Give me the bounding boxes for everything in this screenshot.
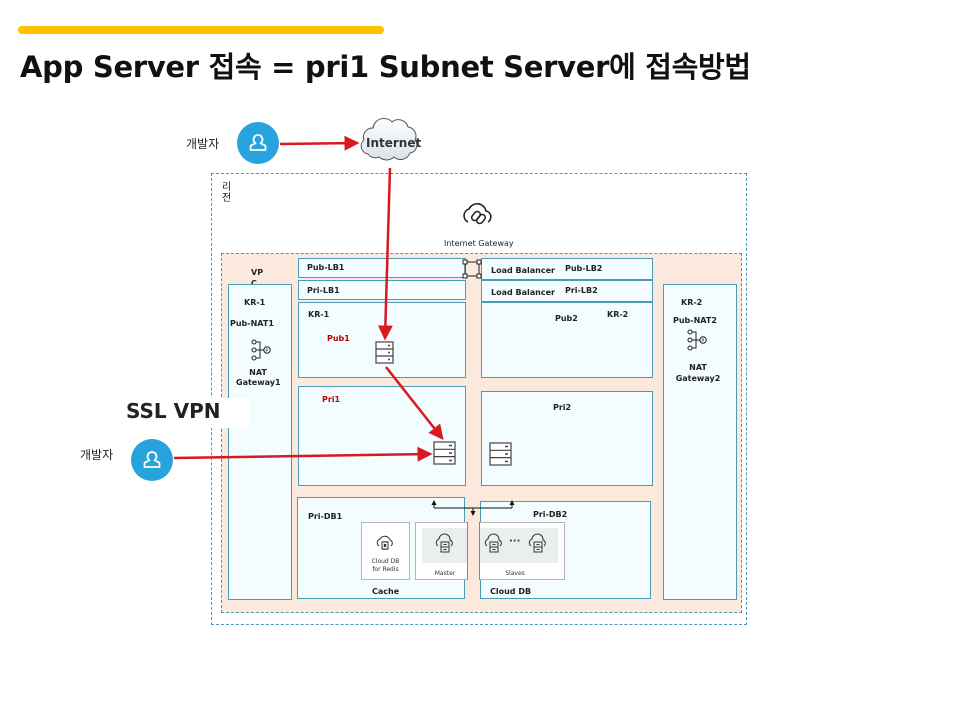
accent-bar — [18, 26, 384, 34]
load-balancer-icon — [461, 258, 483, 280]
slave-db-icon-1 — [483, 533, 505, 555]
pri-db1-label: Pri-DB1 — [308, 512, 343, 521]
pub2-label: Pub2 — [555, 314, 578, 323]
nat1-zone-label: KR-1 — [244, 298, 266, 307]
pri-lb1-label: Pri-LB1 — [307, 286, 340, 295]
internet-cloud-icon — [356, 116, 422, 164]
nat-gateway2-label: NAT Gateway2 — [675, 362, 721, 384]
pri-lb1-subnet — [298, 280, 466, 300]
redis-cloud-chip-icon — [374, 532, 396, 554]
master-db-icon — [434, 533, 456, 555]
developer-vpn-avatar[interactable] — [131, 439, 173, 481]
vpc-label: VP C — [251, 267, 263, 289]
redis-box — [361, 522, 410, 580]
cloud-db-label: Cloud DB — [490, 587, 532, 596]
cache-label: Cache — [372, 587, 400, 596]
pri1-label: Pri1 — [322, 395, 341, 404]
vpc-gap — [467, 522, 480, 580]
ssl-vpn-label: SSL VPN — [126, 399, 221, 423]
nat1-subnet-label: Pub-NAT1 — [230, 319, 274, 328]
region-label-line1: 리 — [222, 182, 232, 193]
vpc-label-line2: C — [251, 278, 263, 289]
internet-gateway-label: Internet Gateway — [444, 239, 514, 248]
arrow-developer-to-internet — [279, 135, 360, 151]
pri-db2-label: Pri-DB2 — [533, 510, 568, 519]
nat-gateway2-line1: NAT — [689, 363, 707, 372]
developer-vpn-label: 개발자 — [80, 448, 114, 462]
slide-title: App Server 접속 = pri1 Subnet Server에 접속방법 — [20, 50, 751, 84]
pri-lb2-label: Pri-LB2 — [565, 286, 598, 295]
redis-label-line2: for Redis — [372, 566, 399, 573]
internet-gateway-icon — [458, 198, 498, 230]
nat-subnet-kr1 — [228, 284, 292, 600]
pub2-zone-label: KR-2 — [607, 310, 629, 319]
pri2-subnet — [481, 391, 653, 486]
pub-lb2-label: Pub-LB2 — [565, 264, 603, 273]
pri1-app-server-icon[interactable] — [433, 441, 456, 465]
nat-gateway1-line1: NAT — [249, 368, 267, 377]
slave-db-icon-2 — [527, 533, 549, 555]
svg-text:P: P — [265, 348, 268, 354]
nat-gateway1-line2: Gateway1 — [236, 378, 281, 387]
nat2-subnet-label: Pub-NAT2 — [673, 316, 717, 325]
developer-top-label: 개발자 — [186, 137, 220, 151]
slaves-ellipsis: ··· — [509, 536, 521, 547]
pri2-label: Pri2 — [553, 403, 572, 412]
vpc-label-line1: VP — [251, 268, 264, 277]
user-icon — [143, 451, 161, 468]
internet-label: Internet — [366, 136, 422, 150]
pub1-server-icon — [375, 341, 394, 364]
pub-lb1-label: Pub-LB1 — [307, 263, 345, 272]
nat2-zone-label: KR-2 — [681, 298, 703, 307]
slaves-label: Slaves — [505, 570, 525, 577]
nat-gateway2-line2: Gateway2 — [675, 374, 721, 383]
load-balancer-label-top: Load Balancer — [491, 266, 555, 275]
nat-subnet-kr2 — [663, 284, 737, 600]
ssl-vpn-backdrop — [115, 398, 250, 428]
redis-label-line1: Cloud DB — [371, 558, 400, 565]
developer-top-avatar[interactable] — [237, 122, 279, 164]
master-label: Master — [434, 570, 456, 577]
pub1-label: Pub1 — [327, 334, 350, 343]
pri-lb2-subnet — [481, 280, 653, 302]
pub1-zone-label: KR-1 — [308, 310, 330, 319]
pri2-server-icon — [489, 442, 512, 466]
pub-lb2-subnet — [481, 258, 653, 280]
nat-gateway1-label: NAT Gateway1 — [236, 368, 281, 388]
region-label: 리 전 — [222, 182, 231, 204]
load-balancer-label-bottom: Load Balancer — [491, 288, 555, 297]
nat-gateway1-icon: P — [250, 339, 274, 363]
region-label-line2: 전 — [222, 193, 232, 204]
pub2-subnet — [481, 302, 653, 378]
redis-label: Cloud DB for Redis — [362, 558, 409, 574]
user-icon — [249, 134, 267, 151]
svg-text:P: P — [701, 338, 704, 344]
nat-gateway2-icon: P — [686, 329, 710, 353]
